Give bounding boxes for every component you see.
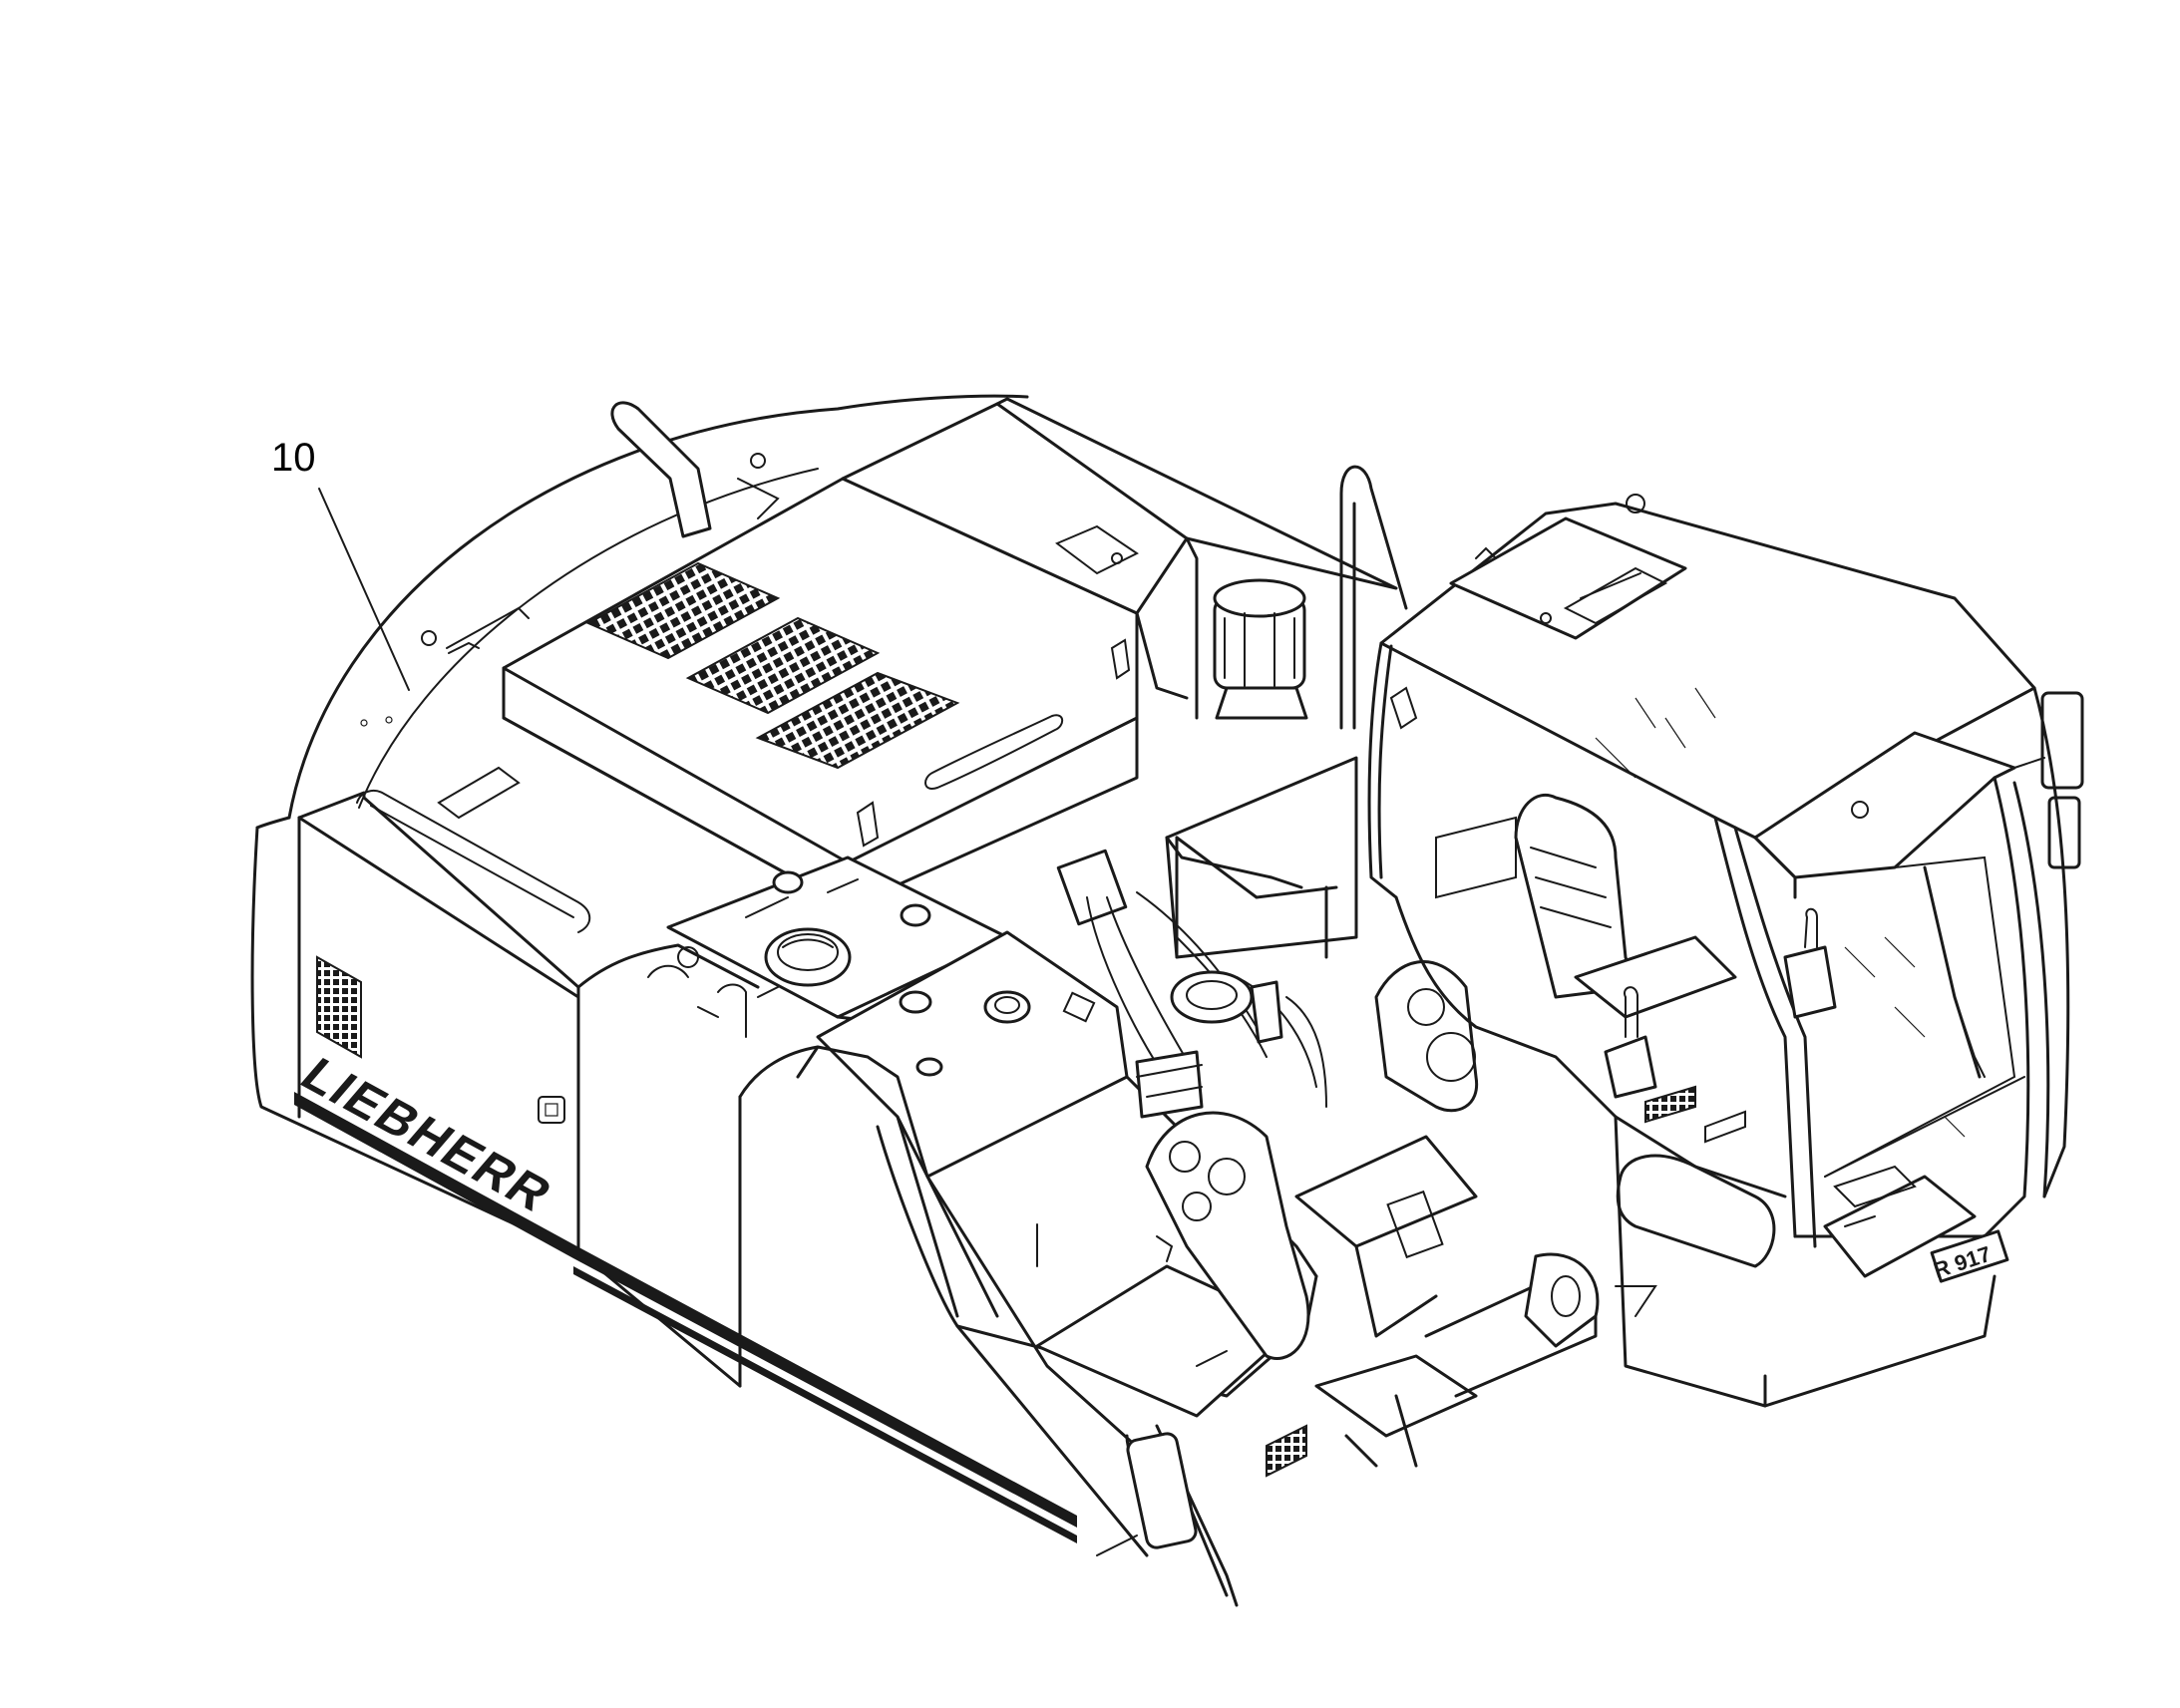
- callout-leader-line: [318, 488, 410, 691]
- footplate-grille: [1266, 1424, 1307, 1478]
- engine-cover-grille-left: [585, 561, 781, 660]
- engine-cover: [502, 401, 1139, 909]
- valve-block: [1056, 849, 1327, 1119]
- vertical-handrail: [1339, 465, 1408, 730]
- callout-10: 10: [271, 436, 410, 691]
- side-door-grille: [316, 955, 362, 1059]
- operator-cab: R 917: [1367, 494, 2084, 1408]
- callout-label-10: 10: [271, 436, 316, 480]
- left-side-door: LIEBHERR: [290, 790, 1077, 1543]
- air-filter: [1213, 578, 1308, 720]
- tool-box: [1165, 756, 1358, 959]
- engine-cover-grille-right: [755, 671, 960, 770]
- rear-deck-details: [360, 478, 780, 820]
- brand-lettering: LIEBHERR: [290, 1048, 565, 1221]
- cab-mirror: [2040, 691, 2084, 790]
- boom-mount: [1145, 960, 1657, 1468]
- engine-cover-grille-mid: [685, 616, 881, 715]
- service-hood: [841, 397, 1398, 720]
- fuel-cap: [764, 927, 852, 987]
